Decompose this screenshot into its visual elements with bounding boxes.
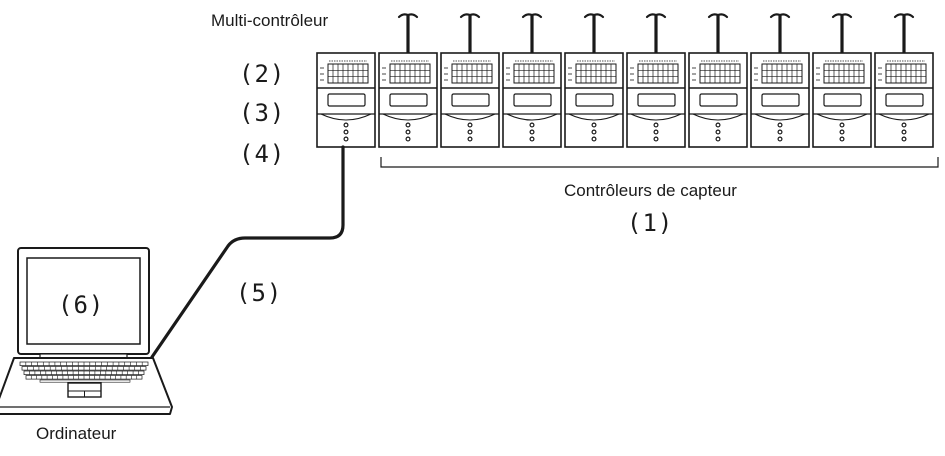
- sensor-cable-icon: [521, 13, 543, 53]
- indicator-panel: [451, 63, 493, 84]
- status-led: [715, 136, 721, 142]
- status-led: [901, 136, 907, 142]
- sensor-controller-unit: [502, 13, 562, 148]
- status-led: [777, 129, 783, 135]
- sensor-controller-unit: [440, 13, 500, 148]
- controller-row: [316, 13, 934, 148]
- display-window: [513, 93, 552, 107]
- keyboard-icon: [19, 361, 149, 383]
- sensor-controller-unit: [874, 13, 934, 148]
- status-led: [405, 136, 411, 142]
- indicator-panel: [513, 63, 555, 84]
- status-led: [653, 136, 659, 142]
- sensor-cable-icon: [397, 13, 419, 53]
- status-led: [591, 122, 597, 128]
- indicator-panel: [327, 63, 369, 84]
- sensor-controller-unit: [378, 13, 438, 148]
- status-led: [901, 129, 907, 135]
- sensor-cable-icon: [769, 13, 791, 53]
- sensor-controller-unit: [688, 13, 748, 148]
- status-led: [715, 122, 721, 128]
- status-led: [405, 122, 411, 128]
- display-window: [699, 93, 738, 107]
- callout-2: (2): [239, 60, 286, 88]
- display-window: [823, 93, 862, 107]
- sensor-controller-unit: [812, 13, 872, 148]
- indicator-panel: [389, 63, 431, 84]
- status-led: [653, 122, 659, 128]
- callout-1: (1): [627, 209, 674, 237]
- indicator-panel: [761, 63, 803, 84]
- callout-3: (3): [239, 99, 286, 127]
- display-window: [885, 93, 924, 107]
- status-led: [777, 136, 783, 142]
- status-led: [529, 122, 535, 128]
- status-led: [343, 122, 349, 128]
- callout-5: (5): [236, 279, 283, 307]
- status-led: [777, 122, 783, 128]
- callout-6: (6): [58, 291, 105, 319]
- status-led: [529, 129, 535, 135]
- touchpad-icon: [67, 382, 102, 398]
- status-led: [715, 129, 721, 135]
- laptop-screen: [26, 257, 141, 345]
- indicator-panel: [637, 63, 679, 84]
- sensor-controller-unit: [626, 13, 686, 148]
- status-led: [343, 136, 349, 142]
- sensor-cable-icon: [583, 13, 605, 53]
- indicator-panel: [885, 63, 927, 84]
- sensor-cable-icon: [893, 13, 915, 53]
- display-window: [575, 93, 614, 107]
- status-led: [839, 129, 845, 135]
- indicator-panel: [699, 63, 741, 84]
- display-window: [327, 93, 366, 107]
- indicator-panel: [823, 63, 865, 84]
- multi-controller-unit: [316, 52, 376, 148]
- sensor-cable-icon: [645, 13, 667, 53]
- status-led: [343, 129, 349, 135]
- sensor-controllers-bracket: [380, 157, 939, 168]
- status-led: [839, 122, 845, 128]
- laptop-icon: [0, 247, 173, 415]
- computer-label: Ordinateur: [36, 424, 117, 443]
- indicator-panel: [575, 63, 617, 84]
- status-led: [467, 136, 473, 142]
- sensor-cable-icon: [459, 13, 481, 53]
- status-led: [467, 129, 473, 135]
- status-led: [405, 129, 411, 135]
- status-led: [653, 129, 659, 135]
- multi-controller-label: Multi-contrôleur: [211, 11, 329, 30]
- sensor-controllers-label: Contrôleurs de capteur: [564, 181, 737, 200]
- sensor-cable-icon: [831, 13, 853, 53]
- sensor-controller-unit: [564, 13, 624, 148]
- sensor-controller-unit: [750, 13, 810, 148]
- callout-4: (4): [239, 140, 286, 168]
- status-led: [591, 129, 597, 135]
- status-led: [901, 122, 907, 128]
- status-led: [529, 136, 535, 142]
- status-led: [591, 136, 597, 142]
- display-window: [389, 93, 428, 107]
- display-window: [451, 93, 490, 107]
- display-window: [637, 93, 676, 107]
- status-led: [839, 136, 845, 142]
- communication-cable: [150, 145, 345, 359]
- sensor-cable-icon: [707, 13, 729, 53]
- display-window: [761, 93, 800, 107]
- status-led: [467, 122, 473, 128]
